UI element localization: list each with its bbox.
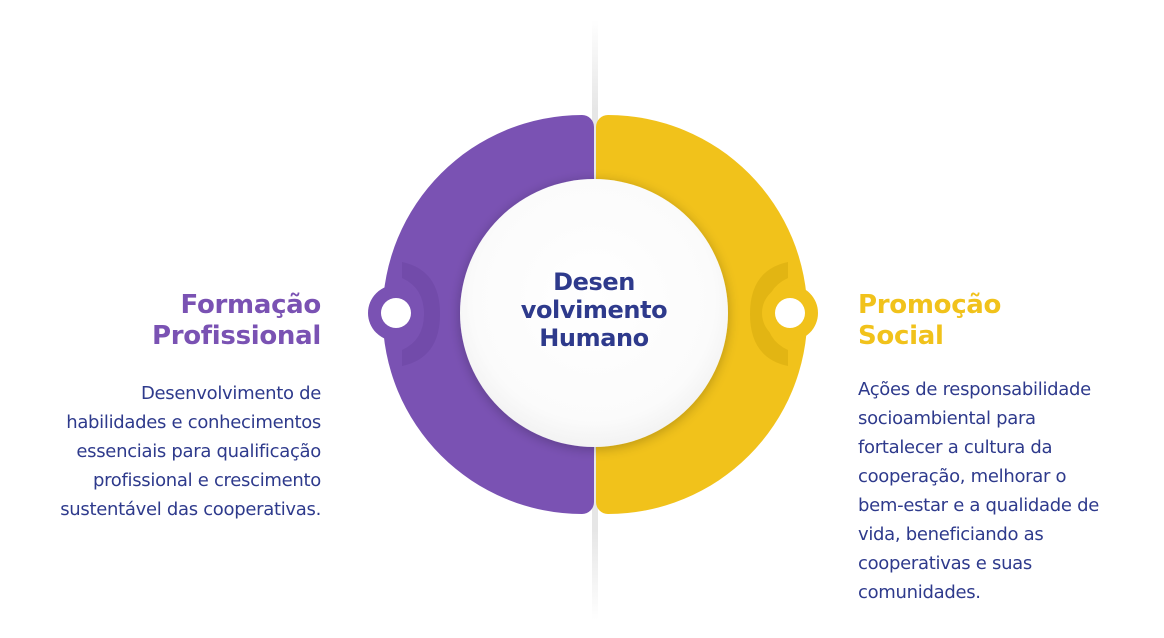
right-desc-line: bem-estar e a qualidade de (858, 495, 1099, 516)
right-block: Promoção Social Ações de responsabilidad… (858, 290, 1164, 607)
left-notch-shadow (402, 262, 440, 366)
center-line: Humano (539, 324, 649, 352)
right-notch-shadow (750, 262, 788, 366)
right-title-line: Social (858, 321, 944, 351)
left-title-line: Formação (180, 290, 322, 320)
center-circle (460, 179, 728, 447)
left-desc-line: sustentável das cooperativas. (60, 499, 321, 520)
right-desc-line: socioambiental para (858, 408, 1036, 429)
left-title-line: Profissional (151, 321, 321, 351)
center-line: volvimento (520, 296, 668, 324)
left-block: Formação Profissional Desenvolvimento de… (0, 290, 321, 524)
left-desc-line: habilidades e conhecimentos (66, 412, 321, 433)
right-title: Promoção Social (858, 290, 1164, 352)
right-title-line: Promoção (858, 290, 1002, 320)
center-line: Desen (553, 268, 635, 296)
right-desc-line: comunidades. (858, 582, 981, 603)
center-label: Desen volvimento Humano (494, 268, 694, 352)
right-description: Ações de responsabilidade socioambiental… (858, 375, 1164, 607)
right-desc-line: vida, beneficiando as (858, 524, 1044, 545)
right-connector-knob (762, 285, 818, 341)
left-desc-line: essenciais para qualificação (76, 441, 321, 462)
left-connector-knob (368, 285, 424, 341)
left-desc-line: Desenvolvimento de (140, 383, 321, 404)
right-desc-line: fortalecer a cultura da (858, 437, 1053, 458)
right-desc-line: cooperativas e suas (858, 553, 1032, 574)
right-desc-line: cooperação, melhorar o (858, 466, 1067, 487)
left-title: Formação Profissional (0, 290, 321, 352)
right-desc-line: Ações de responsabilidade (858, 379, 1091, 400)
left-description: Desenvolvimento de habilidades e conheci… (0, 379, 321, 524)
left-desc-line: profissional e crescimento (92, 470, 321, 491)
